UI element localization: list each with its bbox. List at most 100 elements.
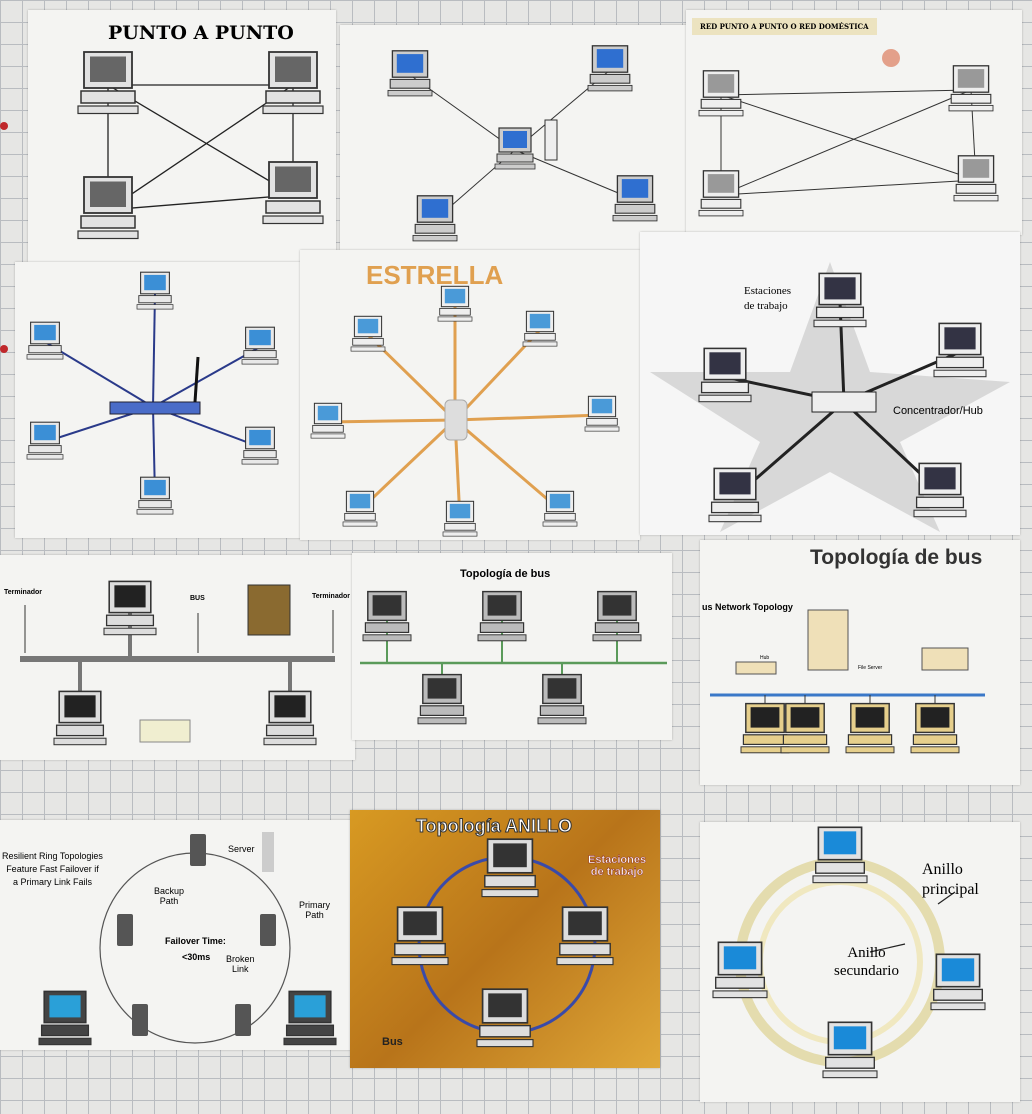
computer-icon — [362, 590, 412, 642]
server-icon — [262, 832, 274, 872]
mesh-diagram — [698, 49, 999, 217]
computer-icon — [342, 490, 378, 527]
link-line — [720, 89, 972, 196]
link-line — [454, 413, 603, 422]
link-line — [107, 84, 294, 196]
computer-icon — [933, 322, 987, 378]
bus-label: BUS — [190, 595, 205, 602]
panel-star-router — [15, 262, 305, 538]
printer-icon — [921, 647, 969, 671]
ring-line — [99, 852, 291, 1044]
bus-diagram — [360, 590, 667, 725]
panel-title: Topología de bus — [810, 546, 983, 569]
server-label: File Server — [858, 665, 883, 671]
link-line — [358, 418, 457, 512]
ring-diagram — [712, 826, 986, 1079]
link-line — [454, 418, 561, 512]
computer-icon — [708, 467, 762, 523]
panel-hub-star: Estaciones de trabajo Concentrador/Hub — [640, 232, 1020, 535]
computer-icon — [38, 990, 92, 1046]
printer-icon — [139, 719, 191, 743]
computer-icon — [698, 70, 744, 117]
computer-icon — [387, 50, 433, 97]
ring-diagram — [38, 832, 337, 1046]
star-diagram — [26, 271, 279, 515]
computer-icon — [584, 395, 620, 432]
terminator-left-label: Terminador — [4, 589, 42, 596]
panel-topologia-bus: Topología de bus — [352, 553, 672, 740]
computer-icon — [698, 347, 752, 403]
primary-ring-label: Anillo principal — [922, 861, 979, 898]
margin-mark — [0, 122, 8, 130]
computer-icon — [263, 690, 317, 746]
link-line — [327, 418, 456, 424]
computer-icon — [476, 988, 534, 1048]
computer-icon — [592, 590, 642, 642]
computer-icon — [712, 941, 768, 999]
computer-icon — [310, 402, 346, 439]
link-line — [720, 89, 972, 96]
switch-icon — [260, 914, 276, 946]
computer-icon — [822, 1021, 878, 1079]
computer-icon — [103, 580, 157, 636]
computer-icon — [780, 702, 830, 754]
computer-icon — [948, 65, 994, 112]
panel-punto-a-punto: PUNTO A PUNTO — [28, 10, 336, 262]
server-icon — [807, 609, 849, 671]
stations-label: Estaciones de trabajo — [744, 285, 792, 312]
panel-title: RED PUNTO A PUNTO O RED DOMÉSTICA — [692, 18, 877, 35]
computer-icon — [698, 170, 744, 217]
panel-bus-network: Topología de bus us Network Topology Hub… — [700, 540, 1020, 785]
mesh-diagram — [77, 51, 324, 240]
backup-path-label: Backup Path — [154, 886, 185, 906]
computer-icon — [481, 838, 539, 898]
margin-mark — [0, 345, 8, 353]
link-line — [838, 301, 846, 403]
computer-icon — [136, 271, 174, 310]
computer-icon — [437, 285, 473, 322]
panel-bus-terminators: Terminador BUS Terminador — [0, 555, 355, 760]
computer-icon — [522, 310, 558, 347]
link-line — [107, 194, 294, 211]
link-line — [152, 346, 261, 408]
switch-icon — [132, 1004, 148, 1036]
hub-icon — [735, 661, 777, 675]
switch-icon — [235, 1004, 251, 1036]
computer-icon — [136, 476, 174, 515]
computer-icon — [26, 321, 64, 360]
link-line — [44, 341, 154, 408]
computer-icon — [477, 590, 527, 642]
failover-value: <30ms — [182, 952, 211, 962]
computer-icon — [417, 673, 467, 725]
bus-diagram — [20, 580, 335, 746]
hub-icon — [444, 399, 468, 441]
panel-title: Topología de bus — [460, 568, 551, 580]
computer-icon — [812, 826, 868, 884]
panel-subtitle: us Network Topology — [702, 602, 793, 612]
hub-icon — [811, 391, 877, 413]
computer-icon — [556, 906, 614, 966]
star-diagram — [650, 262, 1010, 532]
computer-icon — [241, 426, 279, 465]
computer-icon — [53, 690, 107, 746]
computer-icon — [412, 195, 458, 242]
computer-icon — [813, 272, 867, 328]
computer-icon — [283, 990, 337, 1046]
hub-label: Hub — [760, 655, 770, 661]
cartoon-icon — [882, 49, 900, 67]
computer-icon — [442, 500, 478, 537]
computer-icon — [930, 953, 986, 1011]
computer-icon — [241, 326, 279, 365]
panel-red-domestica: RED PUNTO A PUNTO O RED DOMÉSTICA — [686, 10, 1022, 235]
computer-icon — [262, 51, 324, 115]
server-icon — [247, 584, 291, 636]
star-diagram — [387, 45, 658, 242]
computer-icon — [953, 155, 999, 202]
computer-icon — [350, 315, 386, 352]
star-diagram — [310, 285, 620, 537]
link-line — [869, 943, 906, 953]
panel-title: Topología ANILLO — [416, 816, 573, 837]
panel-title: ESTRELLA — [366, 260, 504, 290]
stations-label: Estaciones de trabajo — [588, 854, 647, 878]
computer-icon — [740, 702, 790, 754]
